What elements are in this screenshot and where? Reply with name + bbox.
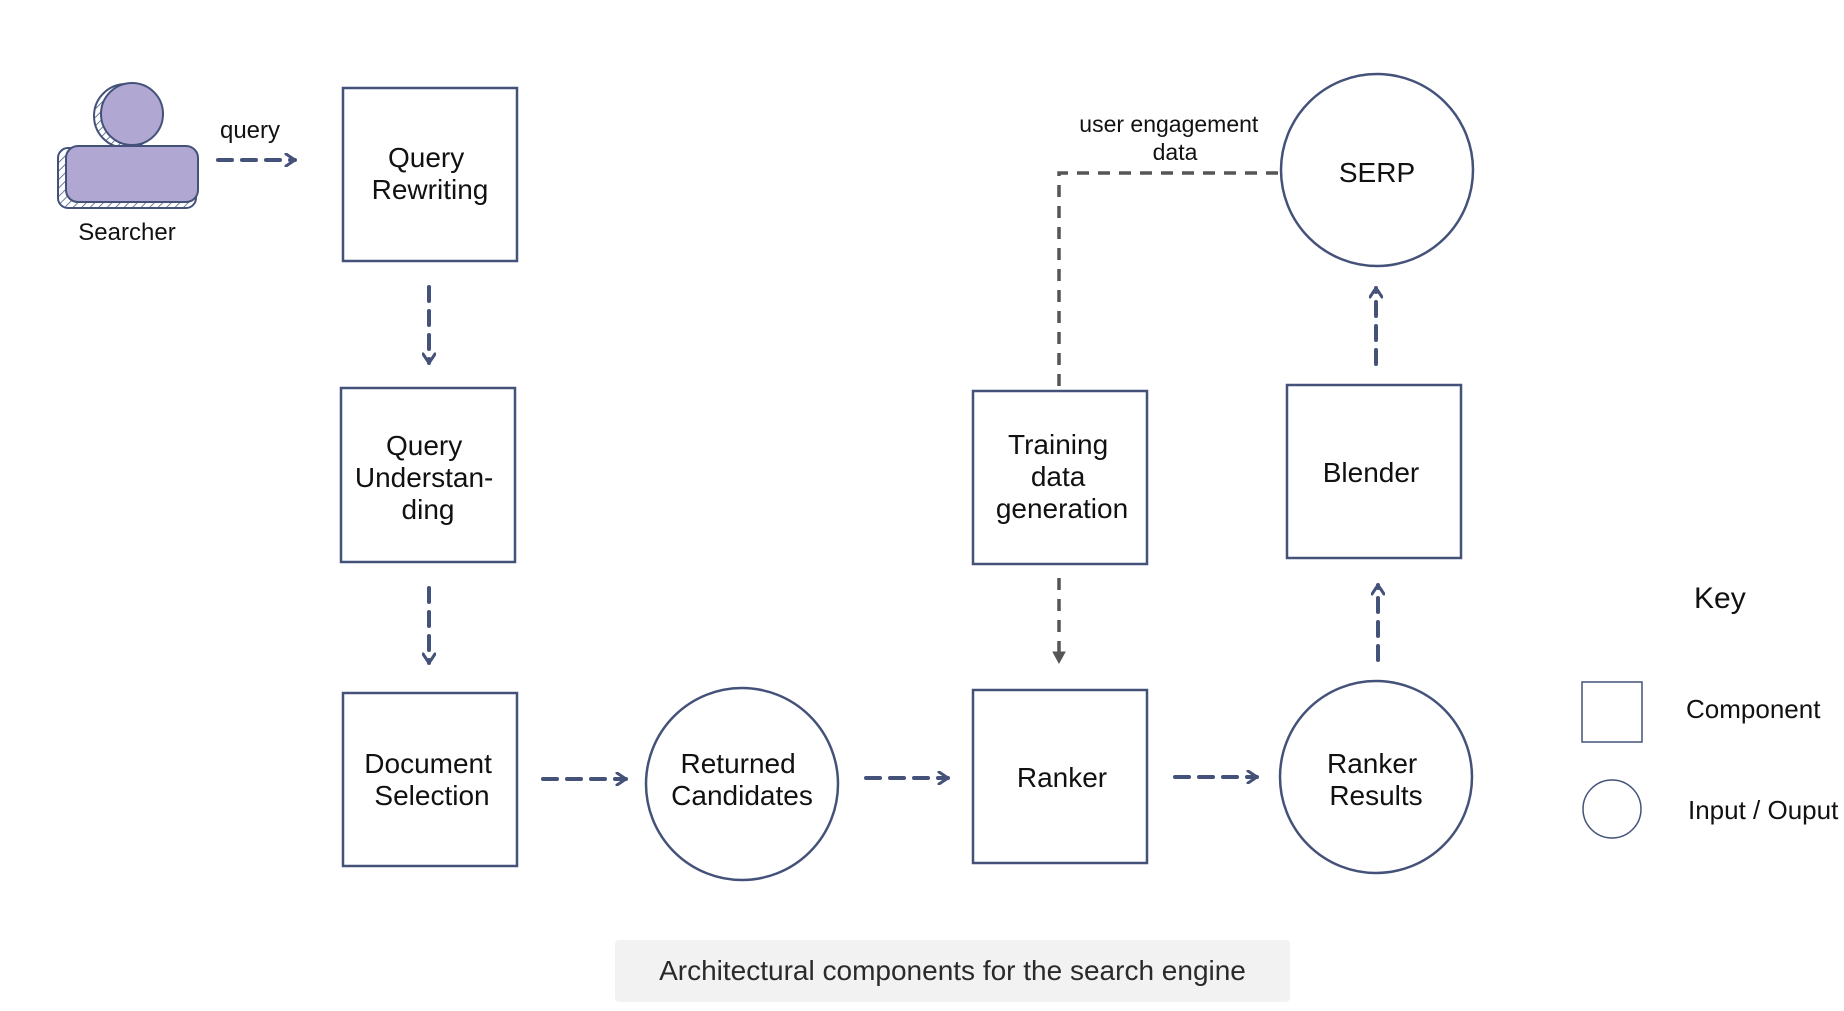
query-edge-label: query: [220, 117, 280, 144]
engagement-label-line-1: user engagement: [1079, 111, 1259, 137]
node-query-understanding: Query Understan- ding: [339, 386, 517, 564]
svg-text:Training data gene: Training data generation: [996, 429, 1128, 524]
node-serp: SERP: [1279, 72, 1475, 268]
legend-io-label: Input / Ouput: [1688, 795, 1839, 825]
figure-caption: Architectural components for the search …: [659, 955, 1246, 986]
legend-io-swatch: [1582, 779, 1642, 839]
node-document-selection: Document Selection: [341, 691, 519, 868]
training-line-1: Training: [1008, 429, 1108, 460]
node-query-rewriting: Query Rewriting: [341, 86, 519, 263]
legend-component-label: Component: [1686, 694, 1821, 724]
training-line-3: generation: [996, 493, 1128, 524]
engagement-edge-label: user engagement data: [1079, 111, 1264, 165]
ranker-results-line-2: Results: [1329, 780, 1422, 811]
legend-component-swatch: [1581, 681, 1643, 743]
returned-candidates-line-1: Returned: [681, 748, 796, 779]
training-line-2: data: [1031, 461, 1086, 492]
searcher-label: Searcher: [78, 219, 175, 246]
svg-text:Query Rewriting: Query Rewriting: [372, 142, 489, 205]
node-ranker: Ranker: [971, 688, 1149, 865]
document-selection-line-1: Document: [364, 748, 492, 779]
legend: Key Component Input / Ouput: [1581, 582, 1839, 839]
query-rewriting-line-2: Rewriting: [372, 174, 489, 205]
caption-box: Architectural components for the search …: [615, 940, 1290, 1002]
query-rewriting-line-1: Query: [388, 142, 464, 173]
arrow-serp-to-training: [1057, 171, 1278, 386]
ranker-results-line-1: Ranker: [1327, 748, 1417, 779]
blender-line-1: Blender: [1323, 457, 1420, 488]
query-understanding-line-2: Understan-: [355, 462, 494, 493]
legend-title: Key: [1694, 582, 1746, 615]
query-understanding-line-3: ding: [402, 494, 455, 525]
svg-text:Returned Candidates: Returned Candidates: [671, 748, 813, 811]
returned-candidates-line-2: Candidates: [671, 780, 813, 811]
person-icon: [57, 82, 199, 209]
engagement-label-line-2: data: [1153, 139, 1198, 165]
node-ranker-results: Ranker Results: [1278, 679, 1474, 875]
svg-text:Ranker Results: Ranker Results: [1327, 748, 1425, 811]
serp-line-1: SERP: [1339, 157, 1415, 188]
svg-text:Query Understan- d: Query Understan- ding: [355, 430, 501, 525]
document-selection-line-2: Selection: [374, 780, 489, 811]
node-training-data-generation: Training data generation: [971, 389, 1149, 566]
ranker-line-1: Ranker: [1017, 762, 1107, 793]
node-returned-candidates: Returned Candidates: [644, 686, 840, 882]
query-understanding-line-1: Query: [386, 430, 462, 461]
svg-text:Document Selection: Document Selection: [364, 748, 499, 811]
node-blender: Blender: [1285, 383, 1463, 560]
searcher-actor: Searcher: [57, 82, 199, 246]
